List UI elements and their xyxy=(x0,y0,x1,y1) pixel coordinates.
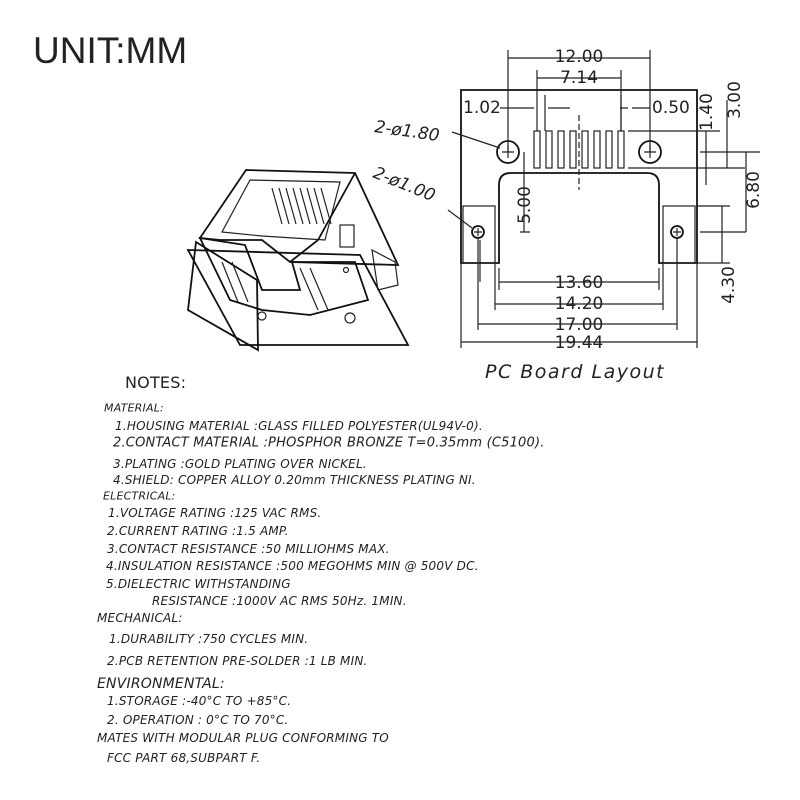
note-line: 2.PCB RETENTION PRE-SOLDER :1 LB MIN. xyxy=(107,654,368,668)
section-electrical: ELECTRICAL: xyxy=(103,489,176,503)
contact-pins xyxy=(271,187,332,225)
note-line: 1.VOLTAGE RATING :125 VAC RMS. xyxy=(108,506,322,520)
section-mechanical: MECHANICAL: xyxy=(97,611,183,625)
connector-3d-illustration xyxy=(186,169,410,352)
dim-0-50: 0.50 xyxy=(652,98,690,118)
dim-6-80: 6.80 xyxy=(744,171,764,209)
dim-1-40: 1.40 xyxy=(697,93,717,131)
dim-12-00: 12.00 xyxy=(555,47,604,67)
note-line: 2. OPERATION : 0°C TO 70°C. xyxy=(107,713,289,727)
note-line: 1.DURABILITY :750 CYCLES MIN. xyxy=(109,632,309,646)
dim-7-14: 7.14 xyxy=(560,68,598,88)
note-line: 1.STORAGE :-40°C TO +85°C. xyxy=(107,694,292,708)
note-line: 4.INSULATION RESISTANCE :500 MEGOHMS MIN… xyxy=(106,559,479,573)
note-line: 4.SHIELD: COPPER ALLOY 0.20mm THICKNESS … xyxy=(113,473,476,487)
note-line: 2.CURRENT RATING :1.5 AMP. xyxy=(107,524,289,538)
dim-4-30: 4.30 xyxy=(719,266,739,304)
note-line: 5.DIELECTRIC WITHSTANDING xyxy=(106,577,291,591)
dim-17-00: 17.00 xyxy=(555,315,604,335)
hole-small-label: 2-ø1.00 xyxy=(370,163,438,206)
pc-board-layout-title: PC Board Layout xyxy=(485,361,665,383)
note-line: MATES WITH MODULAR PLUG CONFORMING TO xyxy=(97,731,389,745)
note-line: 2.CONTACT MATERIAL :PHOSPHOR BRONZE T=0.… xyxy=(113,435,545,451)
section-environmental: ENVIRONMENTAL: xyxy=(97,676,225,692)
dim-1-02: 1.02 xyxy=(463,98,501,118)
note-line: FCC PART 68,SUBPART F. xyxy=(107,751,261,765)
dimension-lines xyxy=(460,50,760,348)
note-line: 1.HOUSING MATERIAL :GLASS FILLED POLYEST… xyxy=(115,419,483,433)
dim-13-60: 13.60 xyxy=(555,273,604,293)
notes-title: NOTES: xyxy=(125,373,187,392)
dim-19-44: 19.44 xyxy=(555,333,604,353)
pc-board-layout: 12.00 7.14 1.02 0.50 13.60 14.20 17.00 1… xyxy=(370,47,764,383)
note-line: 3.CONTACT RESISTANCE :50 MILLIOHMS MAX. xyxy=(107,542,390,556)
unit-label: UNIT:MM xyxy=(33,30,188,71)
section-material: MATERIAL: xyxy=(104,401,164,415)
dim-5-00: 5.00 xyxy=(515,186,535,224)
dim-3-00: 3.00 xyxy=(725,81,745,119)
hole-large-label: 2-ø1.80 xyxy=(373,117,440,146)
note-line: RESISTANCE :1000V AC RMS 50Hz. 1MIN. xyxy=(152,594,407,608)
dim-14-20: 14.20 xyxy=(555,294,604,314)
pin-slots xyxy=(533,130,625,169)
note-line: 3.PLATING :GOLD PLATING OVER NICKEL. xyxy=(113,457,367,471)
